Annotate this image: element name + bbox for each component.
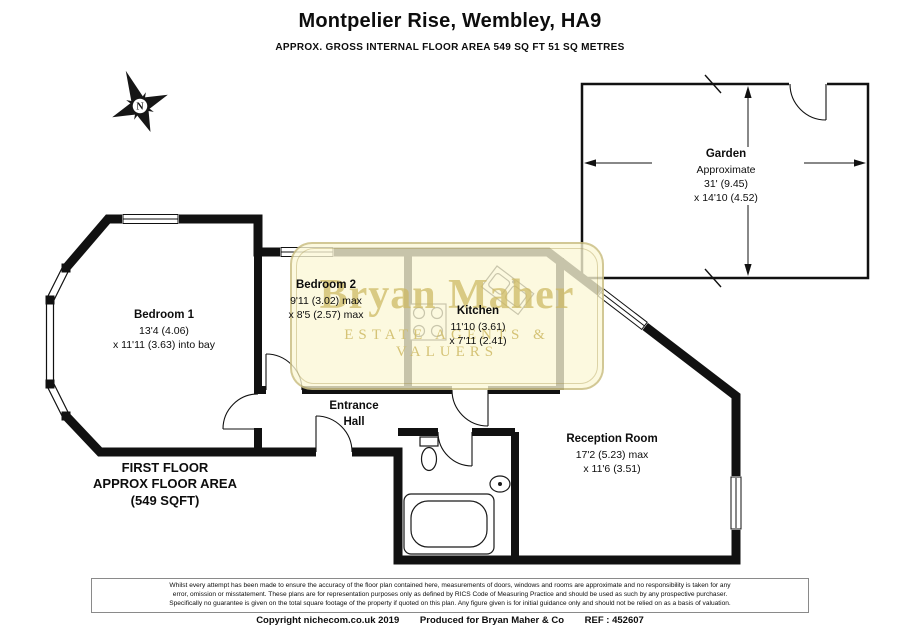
- room-name: Bedroom 2: [295, 279, 357, 291]
- room-name: Hall: [343, 415, 365, 428]
- room-dimension: 11'10 (3.61): [450, 320, 506, 333]
- room-name: Reception Room: [566, 433, 658, 445]
- room-dimension: 9'11 (3.02) max: [290, 294, 362, 307]
- disclaimer-line: error, omission or misstatement. These p…: [172, 590, 728, 598]
- bedroom1-window: [122, 213, 179, 225]
- floor-summary: FIRST FLOOR APPROX FLOOR AREA (549 SQFT): [93, 460, 237, 509]
- reception-side-window: [730, 476, 742, 530]
- disclaimer-box: Whilst every attempt has been made to en…: [91, 578, 809, 613]
- reception-label: Reception Room 17'2 (5.23) max x 11'6 (3…: [566, 432, 657, 476]
- room-dimension: x 11'11 (3.63) into bay: [112, 338, 216, 351]
- floor-summary-line: FIRST FLOOR: [121, 460, 209, 475]
- break-tick: [704, 268, 722, 288]
- room-name: Kitchen: [456, 305, 500, 317]
- bedroom2-window: [280, 246, 334, 258]
- room-dimension: 17'2 (5.23) max: [575, 448, 649, 461]
- bedroom1-label: Bedroom 1 13'4 (4.06) x 11'11 (3.63) int…: [113, 308, 215, 352]
- room-name: Entrance: [329, 400, 379, 412]
- produced-for-text: Produced for Bryan Maher & Co: [419, 615, 565, 626]
- room-note: Approximate: [696, 163, 756, 176]
- garden-gate-arc: [789, 83, 827, 121]
- disclaimer-line: Whilst every attempt has been made to en…: [169, 582, 731, 589]
- disclaimer-line: Specifically no guarantee is given on th…: [169, 599, 731, 607]
- toilet-fixture: [419, 436, 439, 472]
- bedroom2-label: Bedroom 2 9'11 (3.02) max x 8'5 (2.57) m…: [289, 278, 364, 322]
- kitchen-door-arc: [451, 389, 489, 427]
- entrance-door-arc: [315, 415, 353, 453]
- copyright-line: Copyright nichecom.co.uk 2019 Produced f…: [0, 615, 900, 626]
- room-dimension: x 11'6 (3.51): [583, 462, 641, 475]
- page-title: Montpelier Rise, Wembley, HA9: [298, 10, 602, 32]
- floor-summary-line: APPROX FLOOR AREA: [93, 476, 237, 492]
- kitchen-label: Kitchen 11'10 (3.61) x 7'11 (2.41): [449, 304, 506, 348]
- bedroom1-door-arc: [222, 393, 259, 430]
- bay-window: [45, 263, 71, 421]
- room-dimension: 13'4 (4.06): [139, 324, 189, 337]
- door-gaps: [253, 385, 488, 458]
- room-dimension: x 14'10 (4.52): [694, 191, 758, 204]
- kitchen-hob: [409, 303, 447, 341]
- bath-fixture: [403, 493, 495, 555]
- floor-summary-line: (549 SQFT): [130, 492, 200, 508]
- room-dimension: x 8'5 (2.57) max: [288, 308, 364, 321]
- page-subtitle: APPROX. GROSS INTERNAL FLOOR AREA 549 SQ…: [275, 42, 625, 53]
- compass-north-label: N: [136, 102, 144, 113]
- entrance-hall-label: Entrance Hall: [329, 399, 378, 430]
- room-dimension: 31' (9.45): [703, 177, 749, 190]
- copyright-text: Copyright nichecom.co.uk 2019: [256, 615, 400, 626]
- room-dimension: x 7'11 (2.41): [449, 334, 507, 347]
- door-arcs: [222, 353, 489, 467]
- basin-fixture: [489, 475, 511, 493]
- room-name: Bedroom 1: [133, 309, 195, 321]
- reception-diagonal-window: [596, 286, 650, 332]
- reference-number: REF : 452607: [584, 615, 644, 626]
- compass-rose: N: [112, 70, 168, 132]
- garden-label: Garden Approximate 31' (9.45) x 14'10 (4…: [690, 147, 762, 206]
- break-tick: [704, 74, 722, 94]
- room-name: Garden: [705, 148, 747, 160]
